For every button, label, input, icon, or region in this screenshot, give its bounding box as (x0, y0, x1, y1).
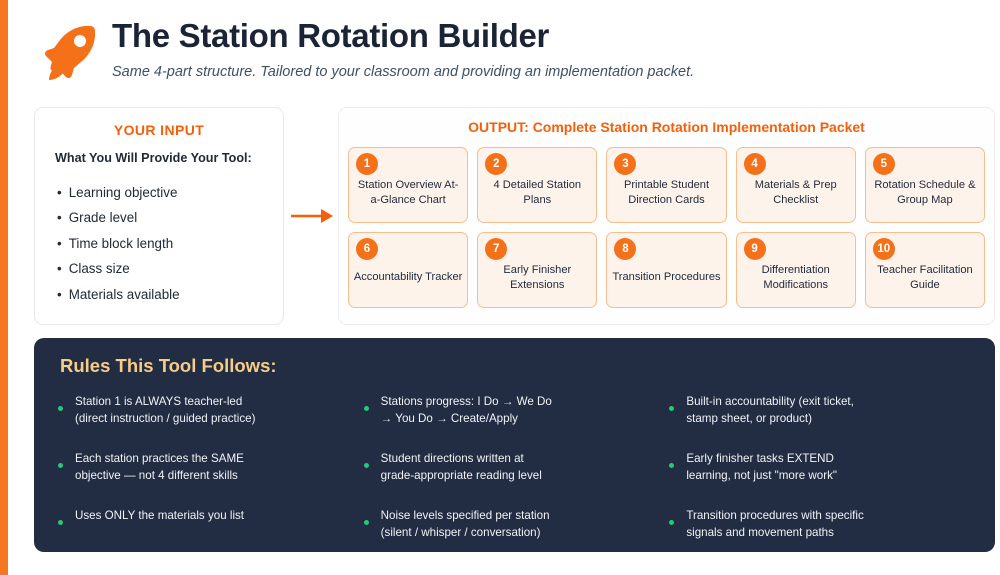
rule-text: Noise levels specified per station (sile… (380, 509, 550, 539)
input-panel-heading: YOUR INPUT (113, 122, 205, 138)
output-panel: OUTPUT: Complete Station Rotation Implem… (338, 107, 995, 325)
bullet-dot-icon (58, 406, 63, 411)
packet-card[interactable]: 1 Station Overview At-a-Glance Chart (348, 147, 469, 223)
card-number-badge: 3 (614, 153, 637, 175)
card-label: Rotation Schedule & Group Map (874, 178, 976, 206)
bullet-dot-icon (669, 520, 675, 525)
card-label: Station Overview At-a-Glance Chart (357, 178, 459, 206)
rules-panel-title: Rules This Tool Follows: (60, 355, 277, 376)
card-number-badge: 2 (485, 153, 508, 175)
rule-text: Student directions written at grade-appr… (380, 452, 542, 482)
card-number-badge: 5 (872, 153, 895, 175)
card-number-badge: 10 (872, 238, 895, 260)
packet-card[interactable]: 5 Rotation Schedule & Group Map (864, 147, 986, 223)
rule-item: Noise levels specified per station (sile… (362, 508, 650, 541)
card-number-badge: 6 (356, 238, 378, 260)
rule-text: Built-in accountability (exit ticket, st… (686, 395, 854, 425)
packet-card[interactable]: 9 Differentiation Modifications (735, 232, 856, 308)
left-accent-strip (0, 0, 8, 575)
output-panel-heading: OUTPUT: Complete Station Rotation Implem… (468, 119, 865, 135)
list-item: Grade level (55, 205, 263, 230)
rule-text: Station 1 is ALWAYS teacher-led (direct … (75, 395, 256, 425)
rules-column-3: Built-in accountability (exit ticket, st… (667, 394, 973, 565)
packet-card[interactable]: 4 Materials & Prep Checklist (735, 147, 856, 223)
rule-text: Uses ONLY the materials you list (75, 509, 245, 522)
bullet-dot-icon (363, 406, 369, 411)
card-number-badge: 7 (485, 238, 508, 260)
packet-card[interactable]: 2 4 Detailed Station Plans (477, 147, 598, 223)
list-item: Class size (55, 256, 263, 281)
card-label: Printable Student Direction Cards (623, 178, 710, 206)
rule-item: Built-in accountability (exit ticket, st… (667, 394, 955, 427)
packet-card[interactable]: 6 Accountability Tracker (348, 232, 469, 308)
rules-column-2: Stations progress: I Do → We Do → You Do… (362, 394, 668, 565)
card-label: Teacher Facilitation Guide (877, 263, 973, 291)
packet-card[interactable]: 3 Printable Student Direction Cards (606, 147, 727, 223)
rule-item: Early finisher tasks EXTEND learning, no… (667, 451, 955, 484)
card-label: Differentiation Modifications (761, 263, 830, 291)
rule-item: Transition procedures with specific sign… (667, 508, 955, 541)
rule-item: Station 1 is ALWAYS teacher-led (direct … (56, 394, 344, 427)
card-label: Transition Procedures (612, 271, 721, 283)
rules-columns: Station 1 is ALWAYS teacher-led (direct … (56, 394, 973, 565)
bullet-dot-icon (58, 463, 63, 468)
bullet-dot-icon (363, 520, 369, 525)
card-label: Accountability Tracker (353, 271, 463, 283)
rules-column-1: Station 1 is ALWAYS teacher-led (direct … (56, 394, 362, 565)
list-item: Learning objective (55, 180, 263, 205)
header: The Station Rotation Builder Same 4-part… (34, 12, 974, 94)
rule-text: Stations progress: I Do → We Do → You Do… (380, 395, 552, 425)
card-number-badge: 1 (356, 153, 378, 175)
packet-card[interactable]: 8 Transition Procedures (606, 232, 727, 308)
rule-text: Transition procedures with specific sign… (686, 509, 864, 539)
header-text-block: The Station Rotation Builder Same 4-part… (112, 14, 694, 83)
rocket-icon (38, 22, 100, 82)
input-panel-subheading: What You Will Provide Your Tool: (55, 151, 252, 165)
list-item: Materials available (55, 282, 263, 307)
rule-text: Each station practices the SAME objectiv… (75, 452, 244, 482)
arrow-right-icon (291, 205, 333, 227)
card-number-badge: 9 (743, 238, 766, 260)
page-title: The Station Rotation Builder (112, 17, 550, 54)
rules-panel: Rules This Tool Follows: Station 1 is AL… (34, 338, 995, 552)
packet-card-row-1: 1 Station Overview At-a-Glance Chart 2 4… (348, 147, 986, 223)
rule-text: Early finisher tasks EXTEND learning, no… (686, 452, 837, 482)
page-subtitle: Same 4-part structure. Tailored to your … (112, 64, 695, 80)
packet-card-grid: 1 Station Overview At-a-Glance Chart 2 4… (348, 147, 986, 308)
card-label: 4 Detailed Station Plans (493, 178, 582, 206)
bullet-dot-icon (669, 463, 675, 468)
rule-item: Student directions written at grade-appr… (362, 451, 650, 484)
card-label: Materials & Prep Checklist (754, 178, 837, 206)
card-number-badge: 8 (614, 238, 637, 260)
rule-item: Each station practices the SAME objectiv… (56, 451, 344, 484)
bullet-dot-icon (363, 463, 369, 468)
card-label: Early Finisher Extensions (503, 263, 572, 291)
packet-card[interactable]: 7 Early Finisher Extensions (477, 232, 598, 308)
packet-card[interactable]: 10 Teacher Facilitation Guide (864, 232, 986, 308)
rule-item: Stations progress: I Do → We Do → You Do… (362, 394, 650, 427)
input-panel: YOUR INPUT What You Will Provide Your To… (34, 107, 284, 325)
card-number-badge: 4 (743, 153, 766, 175)
list-item: Time block length (55, 231, 263, 256)
rule-item: Uses ONLY the materials you list (56, 508, 344, 525)
packet-card-row-2: 6 Accountability Tracker 7 Early Finishe… (348, 232, 986, 308)
bullet-dot-icon (58, 520, 63, 525)
input-requirements-list: Learning objective Grade level Time bloc… (55, 180, 263, 307)
bullet-dot-icon (669, 406, 675, 411)
